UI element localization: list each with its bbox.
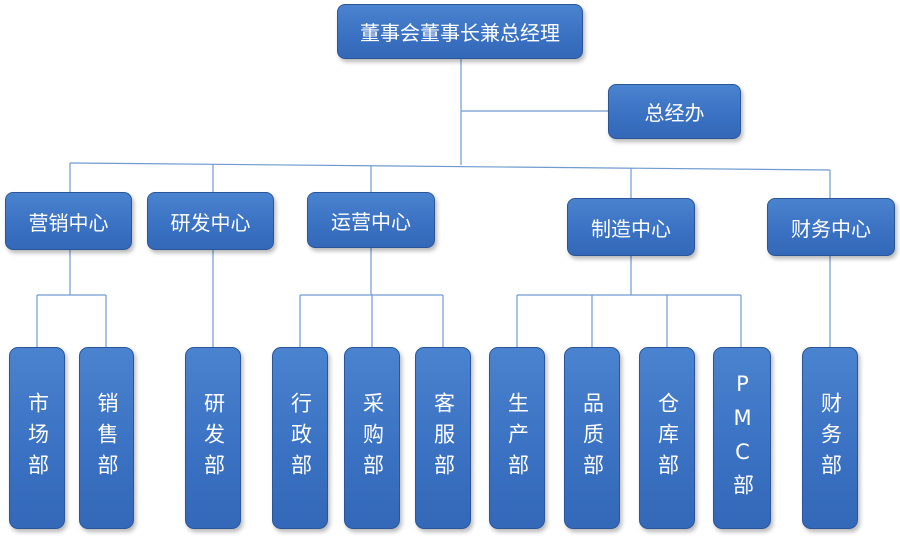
dept-node-sales: 销售部 [79,347,134,529]
dept-node-rnd: 研发部 [185,347,241,529]
center-node-operations: 运营中心 [307,192,435,248]
dept-node-quality: 品质部 [564,347,620,529]
dept-node-warehouse: 仓库部 [639,347,695,529]
center-node-finance: 财务中心 [767,198,895,256]
center-node-manufacturing: 制造中心 [567,198,695,256]
office-node-general-office: 总经办 [608,84,741,139]
root-node-chairman: 董事会董事长兼总经理 [337,4,583,59]
center-node-marketing: 营销中心 [5,192,132,250]
dept-node-finance: 财务部 [802,347,858,529]
center-node-rnd: 研发中心 [147,192,274,250]
dept-node-admin: 行政部 [272,347,328,529]
dept-node-market: 市场部 [9,347,65,529]
dept-node-customer-service: 客服部 [415,347,471,529]
connector [69,162,831,171]
dept-node-production: 生产部 [489,347,545,529]
dept-node-pmc: PMC部 [713,347,771,529]
dept-node-purchasing: 采购部 [344,347,400,529]
